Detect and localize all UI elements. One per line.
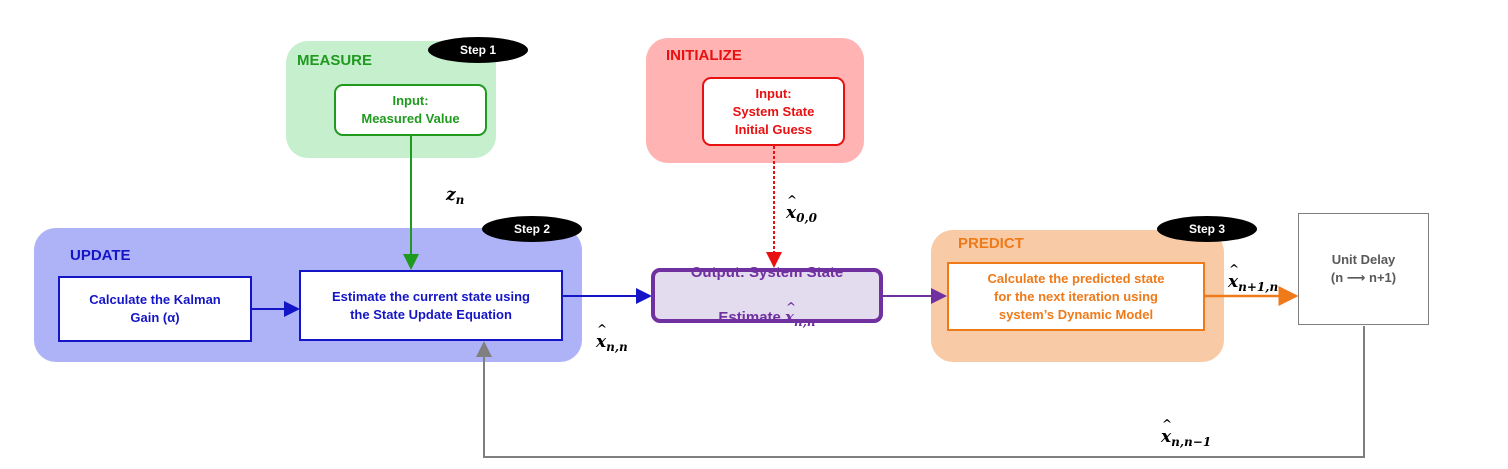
output-sub: n,n — [794, 315, 816, 329]
label-x-n1-n: xn+1,n — [1228, 262, 1278, 294]
predict-box: Calculate the predicted state for the ne… — [947, 262, 1205, 331]
initialize-title: INITIALIZE — [666, 47, 742, 64]
step-1-badge: Step 1 — [428, 37, 528, 63]
unit-delay-line-2: (n ⟶ n+1) — [1330, 270, 1397, 285]
output-estimate-box: Output: System State Estimate xn,n — [651, 264, 883, 329]
measure-title: MEASURE — [297, 52, 373, 69]
step-3-badge: Step 3 — [1157, 216, 1257, 242]
output-line-2-text: Estimate — [718, 309, 786, 326]
label-z-n: zn — [446, 185, 465, 207]
output-line-2: Estimate xn,n — [718, 284, 815, 329]
initial-guess-input-box: Input: System State Initial Guess — [702, 77, 845, 146]
label-x-0-0: x0,0 — [786, 193, 817, 225]
label-x-n-n: xn,n — [596, 322, 628, 354]
update-title: UPDATE — [70, 247, 131, 264]
unit-delay-line-1: Unit Delay — [1331, 252, 1396, 267]
unit-delay-box: Unit Delay (n ⟶ n+1) — [1298, 213, 1429, 325]
step-2-badge: Step 2 — [482, 216, 582, 242]
output-var: x — [785, 296, 796, 328]
kalman-gain-box: Calculate the Kalman Gain (α) — [58, 276, 252, 342]
predict-title: PREDICT — [958, 235, 1024, 252]
feedback-arrow — [476, 326, 1365, 458]
output-line-1: Output: System State — [690, 264, 844, 281]
label-x-n-n-1: xn,n−1 — [1161, 417, 1211, 449]
state-update-box: Estimate the current state using the Sta… — [299, 270, 563, 341]
measured-value-input-box: Input: Measured Value — [334, 84, 487, 136]
